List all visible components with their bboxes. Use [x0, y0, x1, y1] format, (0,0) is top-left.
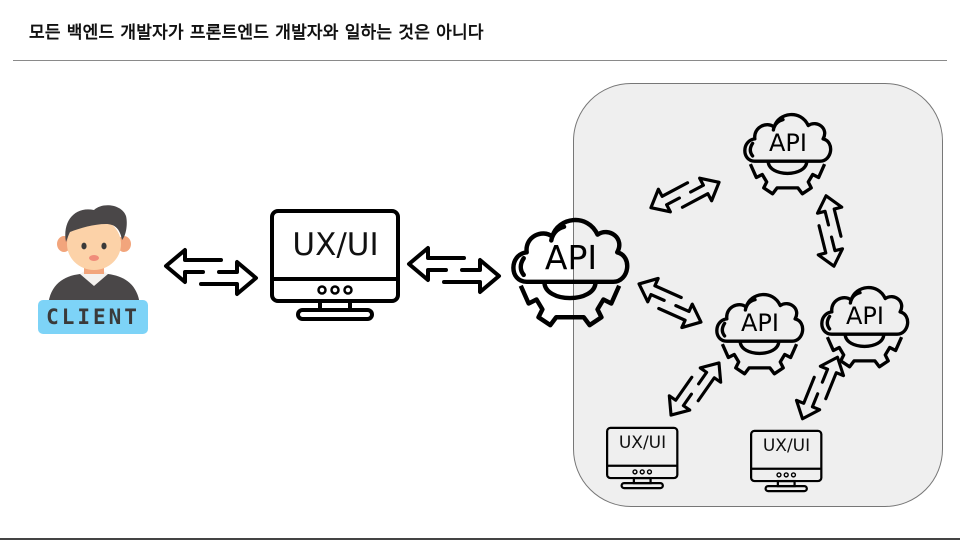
api-right-node: API	[817, 282, 910, 370]
arrow-mainapi-apitop	[643, 160, 727, 230]
arrow-mainapi-apimiddle	[628, 270, 712, 336]
monitor-icon	[270, 209, 400, 321]
api-right-label: API	[846, 302, 884, 330]
arrow-apimiddle-uileft	[659, 348, 731, 430]
client-person-icon	[48, 205, 140, 306]
arrow-apitop-apiright	[803, 191, 857, 271]
arrow-client-frontend	[164, 248, 258, 296]
api-middle-label: API	[741, 309, 779, 337]
api-top-node: API	[740, 109, 833, 197]
ui-left-label: UX/UI	[618, 433, 667, 453]
api-top-label: API	[769, 129, 807, 157]
ui-right-label: UX/UI	[762, 436, 811, 456]
slide-title: 모든 백엔드 개발자가 프론트엔드 개발자와 일하는 것은 아니다	[29, 23, 484, 43]
bottom-border	[0, 538, 960, 540]
frontend-node: UX/UI	[270, 209, 401, 321]
ui-left-node: UX/UI	[605, 425, 679, 491]
arrow-apiright-uiright	[789, 347, 851, 429]
client-node: CLIENT	[36, 202, 152, 336]
arrow-frontend-api	[407, 246, 501, 294]
title-divider	[13, 60, 947, 61]
ui-right-node: UX/UI	[749, 428, 823, 494]
main-api-node: API	[507, 212, 629, 330]
main-api-label: API	[544, 238, 598, 277]
api-middle-node: API	[712, 289, 805, 377]
frontend-label: UX/UI	[292, 227, 379, 263]
client-badge-label: CLIENT	[46, 305, 140, 329]
client-badge: CLIENT	[38, 300, 148, 334]
